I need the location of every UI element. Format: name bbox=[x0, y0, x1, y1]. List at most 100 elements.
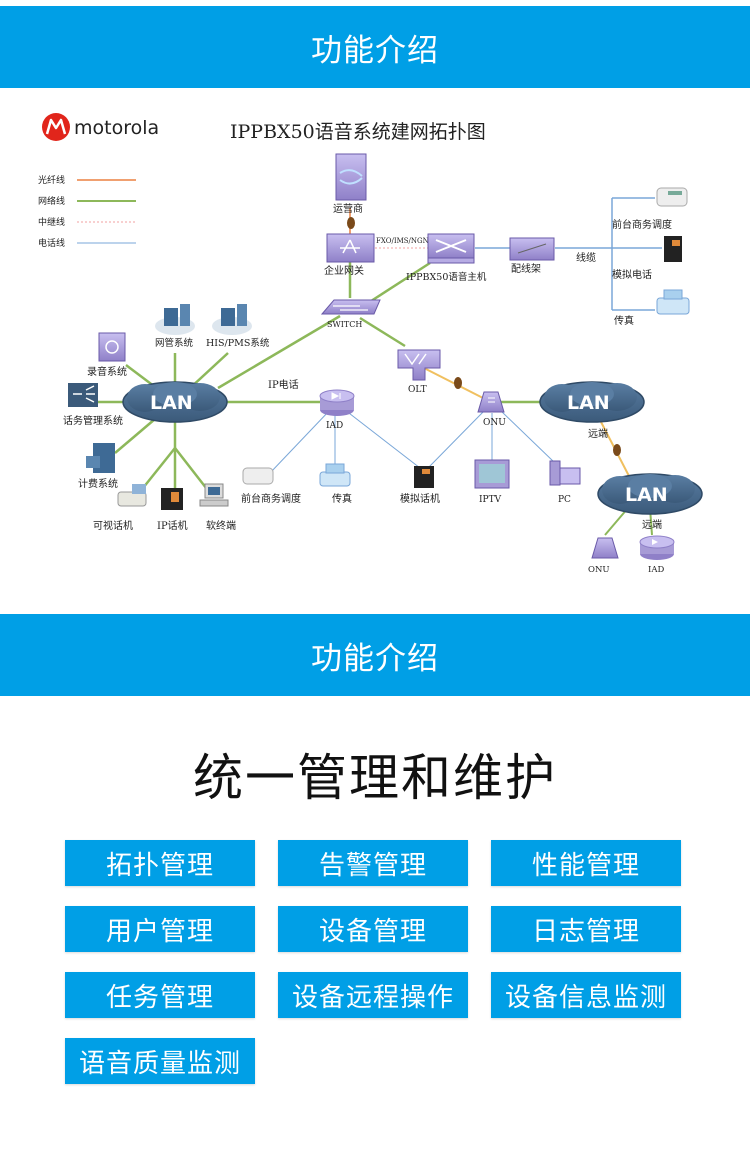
svg-text:前台商务调度: 前台商务调度 bbox=[241, 492, 301, 505]
call-mgmt-node: 话务管理系统 bbox=[63, 383, 123, 427]
recording-icon bbox=[98, 332, 126, 362]
svg-text:SWITCH: SWITCH bbox=[327, 320, 362, 329]
recording-node: 录音系统 bbox=[87, 332, 127, 378]
svg-text:IPTV: IPTV bbox=[479, 495, 502, 505]
carrier-icon bbox=[335, 153, 367, 201]
svg-text:网管系统: 网管系统 bbox=[155, 337, 194, 349]
video-phone-icon bbox=[117, 491, 147, 507]
svg-text:LAN: LAN bbox=[625, 484, 668, 506]
remote-label-2: 远端 bbox=[642, 518, 662, 531]
feature-performance-management[interactable]: 性能管理 bbox=[491, 840, 681, 886]
patch-panel-node: 配线架 bbox=[509, 237, 555, 275]
fiber-connector-icon bbox=[613, 444, 621, 456]
headline: 统一管理和维护 bbox=[193, 749, 557, 807]
svg-text:传真: 传真 bbox=[332, 492, 352, 505]
ip-phone-label: IP电话 bbox=[268, 378, 299, 391]
onu-node: ONU bbox=[477, 391, 506, 428]
server-icon bbox=[164, 308, 178, 326]
ip-phone-node: IP话机 bbox=[157, 488, 188, 532]
ippbx-node: IPPBX50语音主机 bbox=[406, 233, 487, 283]
lan-main: LAN bbox=[122, 381, 228, 423]
nms-node: 网管系统 bbox=[155, 304, 195, 349]
iad-node: IAD bbox=[319, 389, 355, 431]
desk-phone-icon bbox=[242, 467, 274, 485]
section-title: 功能介绍 bbox=[311, 32, 439, 69]
billing-node: 计费系统 bbox=[78, 443, 118, 490]
svg-text:运营商: 运营商 bbox=[333, 202, 363, 215]
svg-text:计费系统: 计费系统 bbox=[78, 477, 118, 490]
front-desk-phone-bottom: 前台商务调度 bbox=[241, 467, 301, 505]
remote-label-1: 远端 bbox=[588, 427, 608, 440]
fax-icon bbox=[319, 471, 351, 487]
svg-text:LAN: LAN bbox=[567, 392, 610, 414]
feature-voice-quality-monitoring[interactable]: 语音质量监测 bbox=[65, 1038, 255, 1084]
svg-text:IP话机: IP话机 bbox=[157, 519, 188, 532]
diagram-title: IPPBX50语音系统建网拓扑图 bbox=[230, 121, 486, 143]
svg-text:光纤线: 光纤线 bbox=[38, 174, 65, 186]
lan-remote-2: LAN bbox=[597, 473, 703, 515]
svg-text:IAD: IAD bbox=[326, 421, 343, 431]
feature-device-info-monitoring[interactable]: 设备信息监测 bbox=[491, 972, 681, 1018]
svg-text:ONU: ONU bbox=[588, 565, 610, 575]
trunk-label: FXO/IMS/NGN bbox=[376, 237, 429, 245]
video-phone-node: 可视话机 bbox=[93, 484, 147, 532]
svg-text:传真: 传真 bbox=[614, 314, 634, 327]
svg-text:模拟话机: 模拟话机 bbox=[400, 492, 440, 505]
legend: 光纤线 网络线 中继线 电话线 bbox=[38, 174, 136, 249]
analog-phone-right: 模拟电话 bbox=[612, 236, 682, 281]
iad-node-2: IAD bbox=[639, 535, 675, 575]
server-icon bbox=[221, 308, 235, 326]
legend-item-trunk: 中继线 bbox=[38, 216, 136, 228]
fiber-connector-icon bbox=[347, 217, 355, 229]
svg-text:配线架: 配线架 bbox=[511, 262, 541, 275]
switch-icon bbox=[320, 299, 381, 315]
fax-icon bbox=[656, 297, 690, 315]
analog-phone-icon bbox=[664, 236, 682, 262]
iptv-node: IPTV bbox=[474, 459, 510, 505]
feature-user-management[interactable]: 用户管理 bbox=[65, 906, 255, 952]
fiber-connector-icon bbox=[454, 377, 462, 389]
feature-topology-management[interactable]: 拓扑管理 bbox=[65, 840, 255, 886]
desk-phone-icon bbox=[656, 187, 688, 207]
olt-node: OLT bbox=[397, 349, 441, 395]
legend-item-fiber: 光纤线 bbox=[38, 174, 136, 186]
svg-text:话务管理系统: 话务管理系统 bbox=[63, 414, 123, 427]
motorola-logo: motorola bbox=[42, 113, 159, 141]
legend-item-phone: 电话线 bbox=[38, 237, 136, 249]
svg-text:PC: PC bbox=[558, 495, 571, 505]
olt-icon bbox=[397, 349, 441, 381]
svg-text:中继线: 中继线 bbox=[38, 216, 65, 228]
fax-bottom: 传真 bbox=[319, 463, 352, 505]
svg-text:OLT: OLT bbox=[408, 385, 427, 395]
feature-log-management[interactable]: 日志管理 bbox=[491, 906, 681, 952]
svg-text:IPPBX50语音主机: IPPBX50语音主机 bbox=[406, 271, 487, 283]
fax-right: 传真 bbox=[614, 289, 690, 327]
gateway-node: 企业网关 bbox=[324, 233, 375, 277]
svg-text:可视话机: 可视话机 bbox=[93, 519, 133, 532]
svg-text:网络线: 网络线 bbox=[38, 195, 65, 207]
softphone-node: 软终端 bbox=[199, 483, 236, 532]
feature-remote-device-operation[interactable]: 设备远程操作 bbox=[278, 972, 468, 1018]
feature-device-management[interactable]: 设备管理 bbox=[278, 906, 468, 952]
front-desk-phone-right: 前台商务调度 bbox=[612, 187, 688, 231]
pc-node: PC bbox=[549, 460, 581, 505]
onu-icon bbox=[591, 537, 619, 559]
svg-text:软终端: 软终端 bbox=[206, 519, 236, 532]
svg-text:模拟电话: 模拟电话 bbox=[612, 268, 652, 281]
svg-text:ONU: ONU bbox=[483, 418, 506, 428]
lan-remote-1: LAN bbox=[539, 381, 645, 423]
his-pms-node: HIS/PMS系统 bbox=[206, 304, 270, 349]
svg-text:LAN: LAN bbox=[150, 392, 193, 414]
feature-alarm-management[interactable]: 告警管理 bbox=[278, 840, 468, 886]
brand-name: motorola bbox=[74, 117, 159, 139]
section-title: 功能介绍 bbox=[311, 640, 439, 677]
legend-item-network: 网络线 bbox=[38, 195, 136, 207]
pc-icon bbox=[549, 460, 561, 486]
cable-label: 线缆 bbox=[576, 251, 596, 264]
feature-task-management[interactable]: 任务管理 bbox=[65, 972, 255, 1018]
svg-text:HIS/PMS系统: HIS/PMS系统 bbox=[206, 337, 270, 349]
svg-text:IAD: IAD bbox=[648, 565, 664, 575]
network-topology-diagram: motorola IPPBX50语音系统建网拓扑图 光纤线 网络线 中继线 电话… bbox=[38, 113, 703, 575]
section-banner-top: 功能介绍 bbox=[0, 6, 750, 88]
svg-text:前台商务调度: 前台商务调度 bbox=[612, 218, 672, 231]
